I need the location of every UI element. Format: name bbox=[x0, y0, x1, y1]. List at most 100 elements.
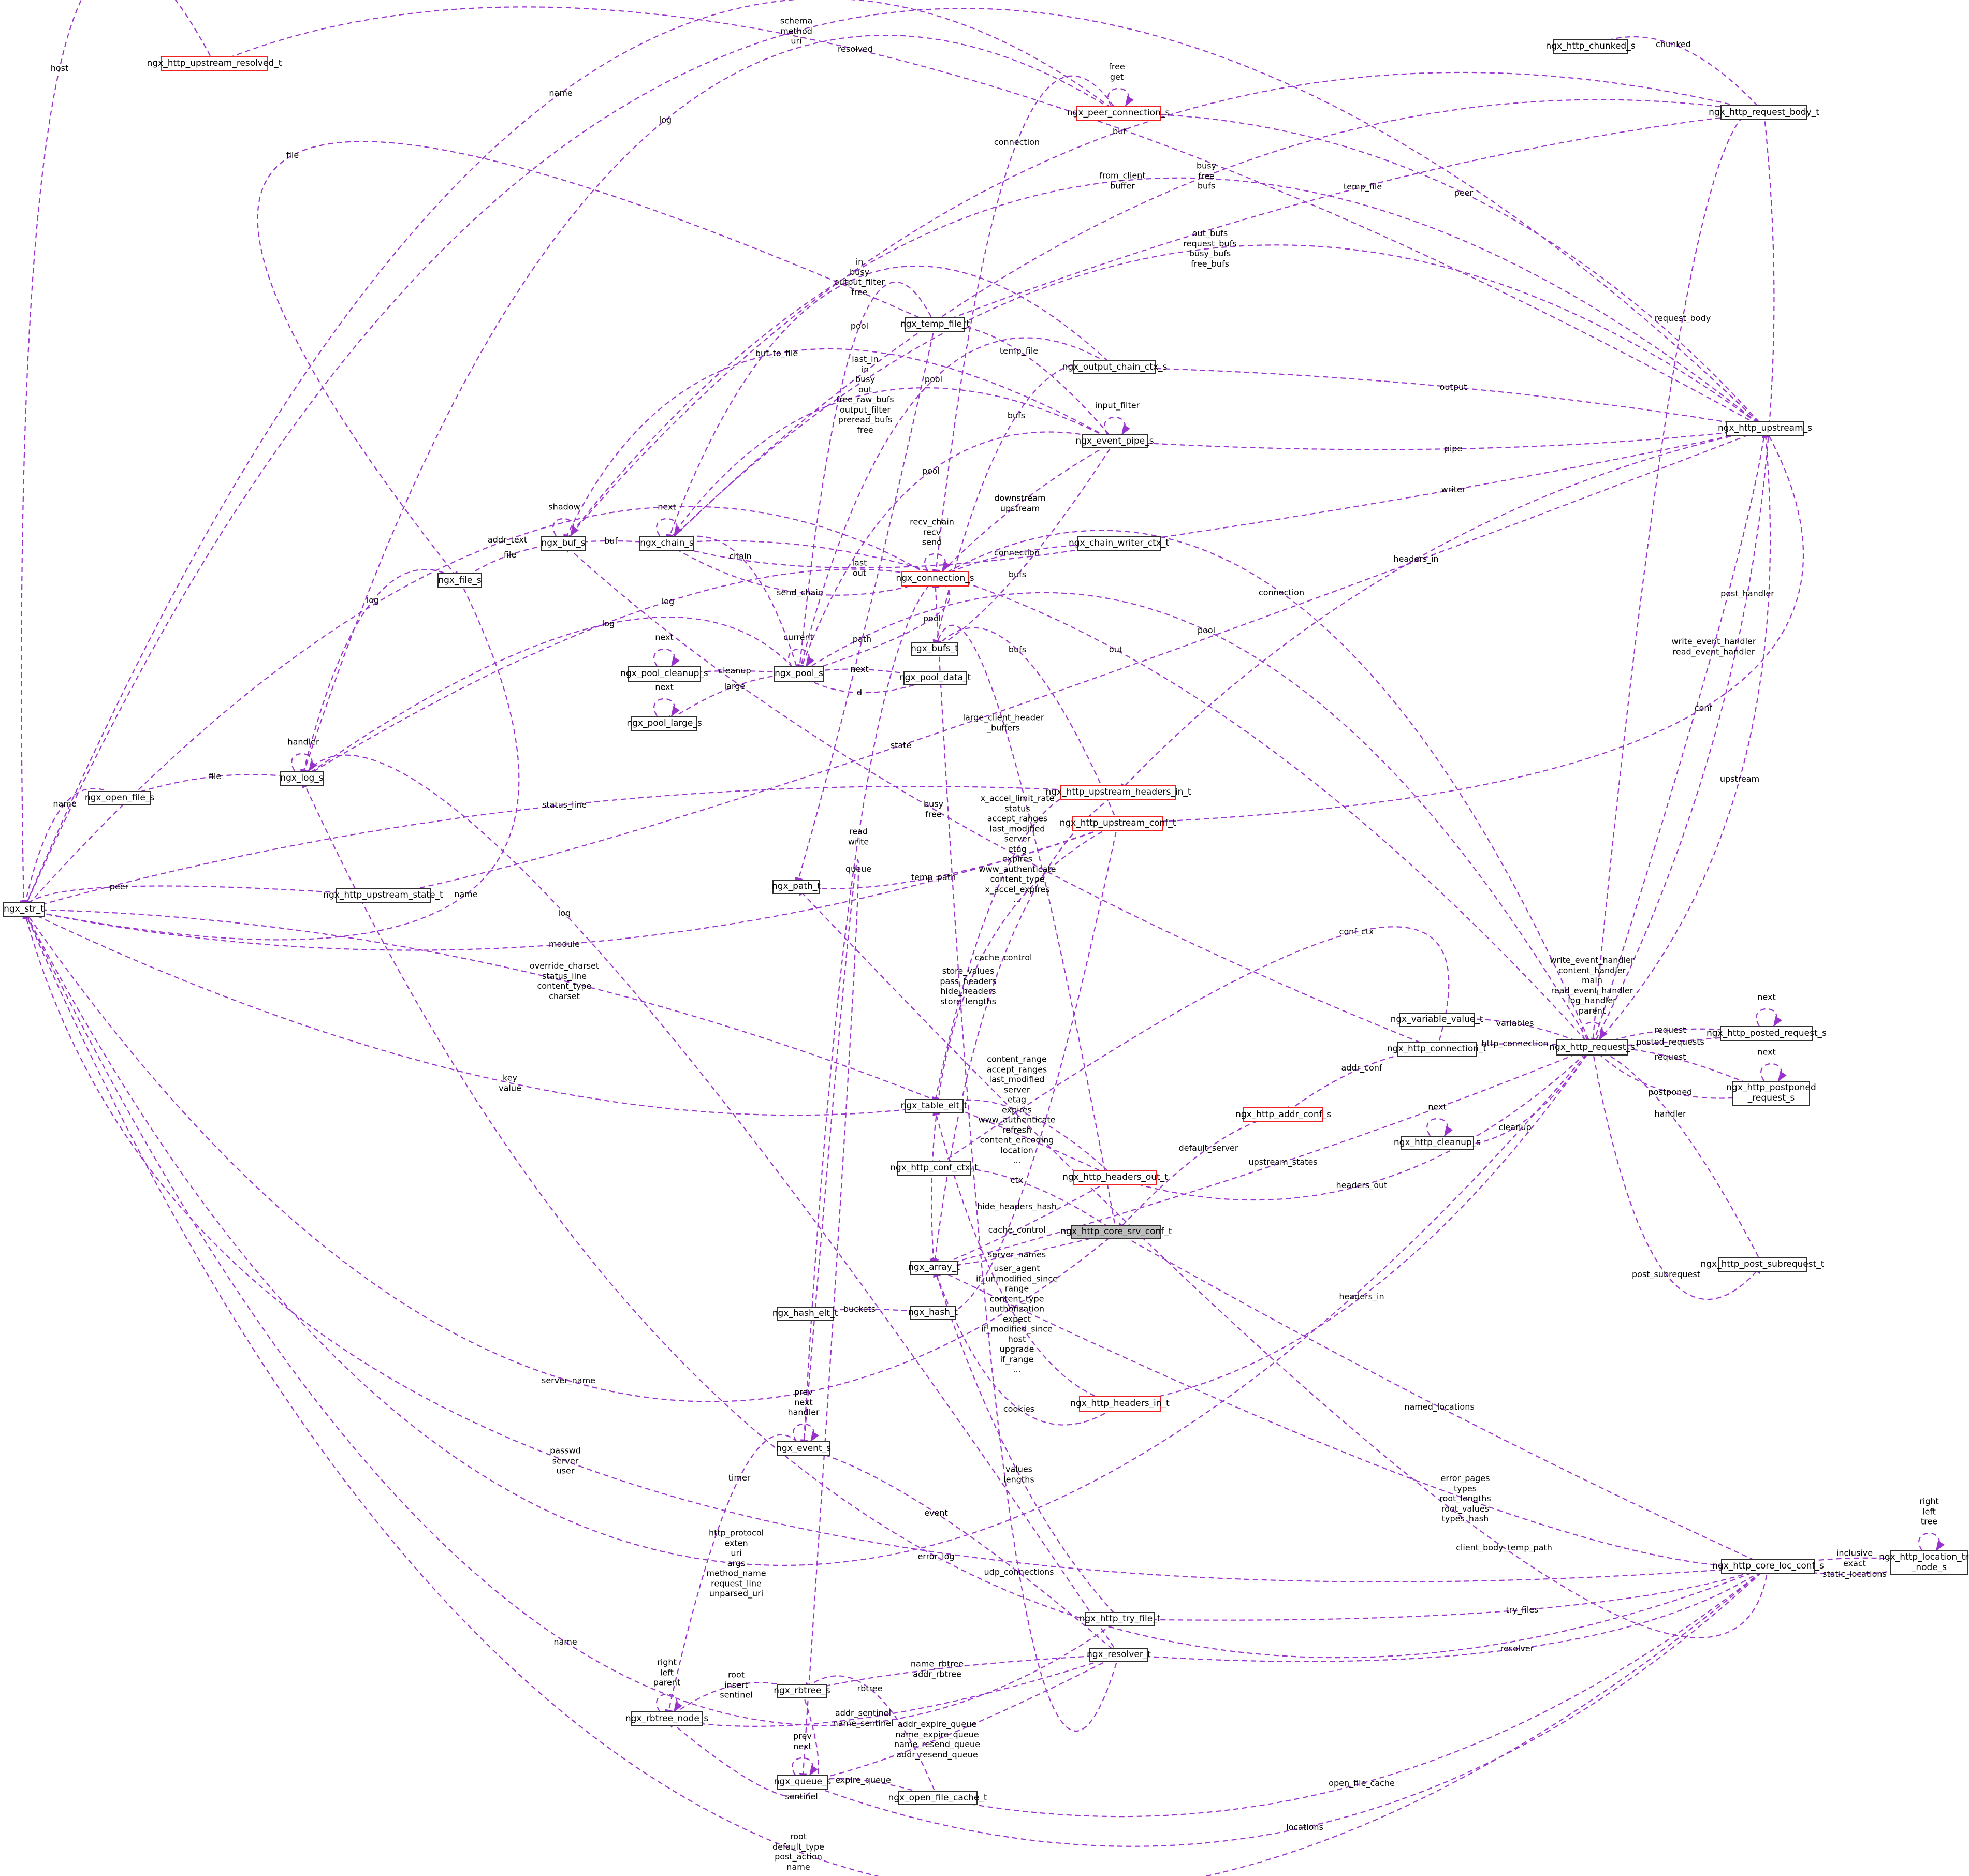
node-csrv[interactable]: ngx_http_core_srv_conf_t bbox=[1061, 1225, 1172, 1239]
node-clean[interactable]: ngx_http_cleanup_s bbox=[1394, 1136, 1481, 1150]
edge-psub-req bbox=[1591, 1047, 1763, 1265]
edge-req-clean bbox=[1436, 1047, 1593, 1149]
node-aconf[interactable]: ngx_http_addr_conf_s bbox=[1235, 1107, 1331, 1122]
node-postedr[interactable]: ngx_http_posted_request_s bbox=[1707, 1026, 1827, 1041]
node-ofc[interactable]: ngx_open_file_cache_t bbox=[888, 1791, 987, 1805]
self-loop-chain bbox=[656, 518, 682, 537]
edge-rslv-q bbox=[801, 1654, 1119, 1784]
edge-pool-pdata bbox=[798, 673, 936, 694]
node-ustate[interactable]: ngx_http_upstream_state_t bbox=[323, 888, 443, 903]
edge-cloc-rslv bbox=[1118, 1566, 1769, 1662]
edge-rslv-rbt bbox=[801, 1654, 1119, 1693]
node-rbn[interactable]: ngx_rbtree_node_s bbox=[625, 1711, 708, 1726]
node-uconf[interactable]: ngx_http_upstream_conf_t bbox=[1060, 816, 1176, 831]
edge-cloc-tryf bbox=[1119, 1565, 1769, 1623]
edge-ups-buf bbox=[562, 177, 1766, 545]
edge-hconn-aconf bbox=[1282, 1048, 1437, 1116]
node-cloc[interactable]: ngx_http_core_loc_conf_s bbox=[1712, 1559, 1824, 1574]
edge-cloc-arr bbox=[933, 1267, 1769, 1568]
node-pclean[interactable]: ngx_pool_cleanup_s bbox=[620, 666, 708, 682]
node-octx[interactable]: ngx_output_chain_ctx_s bbox=[1062, 360, 1167, 374]
edge-req-hout bbox=[1114, 1047, 1593, 1201]
node-hout[interactable]: ngx_http_headers_out_t bbox=[1062, 1170, 1168, 1185]
node-chain[interactable]: ngx_chain_s bbox=[639, 536, 694, 551]
node-ltree[interactable]: ngx_http_location_tree _node_s bbox=[1879, 1550, 1969, 1575]
edge-uhin-arr bbox=[931, 792, 1119, 1269]
node-bufs[interactable]: ngx_bufs_t bbox=[911, 642, 958, 656]
edge-cloc-path bbox=[795, 886, 1769, 1638]
self-loop-ev bbox=[793, 1423, 819, 1442]
edge-pipe-buf bbox=[563, 348, 1115, 545]
node-hin[interactable]: ngx_http_headers_in_t bbox=[1070, 1396, 1170, 1412]
node-tryf[interactable]: ngx_http_try_file_t bbox=[1080, 1612, 1160, 1626]
node-helt[interactable]: ngx_hash_elt_t bbox=[772, 1307, 838, 1321]
node-rbt[interactable]: ngx_rbtree_s bbox=[774, 1684, 830, 1698]
edge-cloc-ofc bbox=[937, 1566, 1769, 1818]
edge-req-pool bbox=[798, 592, 1593, 1048]
edge-rbody-req bbox=[1592, 112, 1775, 1049]
node-pdata[interactable]: ngx_pool_data_t bbox=[899, 671, 971, 685]
node-str[interactable]: ngx_str_t bbox=[3, 902, 45, 917]
node-cctx[interactable]: ngx_http_conf_ctx_t bbox=[890, 1161, 978, 1176]
node-chunk[interactable]: ngx_http_chunked_s bbox=[1545, 39, 1636, 54]
node-file[interactable]: ngx_file_s bbox=[437, 573, 482, 588]
edge-ups-octx bbox=[1114, 363, 1766, 430]
node-tfile[interactable]: ngx_temp_file_t bbox=[900, 317, 970, 332]
edge-octx-pool bbox=[797, 337, 1115, 675]
edge-peer-log bbox=[301, 34, 1119, 780]
node-conn[interactable]: ngx_connection_s bbox=[896, 571, 974, 587]
node-uhin[interactable]: ngx_http_upstream_headers_in_t bbox=[1045, 785, 1191, 800]
node-req[interactable]: ngx_http_request_s bbox=[1549, 1039, 1635, 1056]
edge-file-log bbox=[300, 569, 460, 780]
node-rslv[interactable]: ngx_resolver_t bbox=[1087, 1648, 1151, 1662]
node-ups[interactable]: ngx_http_upstream_s bbox=[1718, 421, 1812, 436]
node-peer[interactable]: ngx_peer_connection_s bbox=[1067, 106, 1170, 121]
edge-rslv-log bbox=[301, 754, 1119, 1655]
node-pipe[interactable]: ngx_event_pipe_s bbox=[1075, 434, 1154, 448]
node-cwr[interactable]: ngx_chain_writer_ctx_t bbox=[1069, 536, 1169, 551]
edge-req-vvar bbox=[1436, 1015, 1593, 1048]
self-loop-clean bbox=[1426, 1118, 1453, 1137]
edge-ev-q bbox=[799, 859, 859, 1783]
edge-rbody-buf bbox=[562, 71, 1764, 545]
node-vvar[interactable]: ngx_variable_value_t bbox=[1391, 1013, 1483, 1027]
node-res[interactable]: ngx_http_upstream_resolved_t bbox=[147, 56, 282, 71]
node-ev[interactable]: ngx_event_s bbox=[776, 1441, 831, 1456]
edge-hconn-cctx bbox=[933, 926, 1450, 1169]
node-plarge[interactable]: ngx_pool_large_s bbox=[626, 716, 702, 731]
edge-tryf-arr bbox=[933, 1267, 1120, 1620]
edge-ups-req bbox=[1591, 428, 1766, 1049]
edge-csrv-bufs bbox=[934, 624, 1117, 1233]
edge-tfile-pool bbox=[796, 281, 936, 675]
self-loop-rbn bbox=[656, 1693, 682, 1712]
node-postpr[interactable]: ngx_http_postponed _request_s bbox=[1726, 1081, 1816, 1106]
self-loop-plarge bbox=[653, 698, 680, 717]
edge-hout-arr bbox=[933, 1177, 1116, 1269]
node-q[interactable]: ngx_queue_s bbox=[774, 1775, 831, 1790]
edge-conn-log bbox=[301, 568, 936, 780]
edge-ofc-rbt bbox=[801, 1675, 939, 1798]
edge-cloc-str bbox=[23, 908, 1769, 1876]
edge-pipe-conn bbox=[934, 441, 1115, 580]
edge-ups-cwr bbox=[1118, 428, 1766, 546]
edge-ev-rbn bbox=[665, 1434, 804, 1720]
node-arr[interactable]: ngx_array_t bbox=[908, 1261, 960, 1275]
node-log[interactable]: ngx_log_s bbox=[280, 771, 324, 786]
node-hconn[interactable]: ngx_http_connection_t bbox=[1387, 1042, 1486, 1057]
edge-req-str bbox=[23, 908, 1593, 1566]
node-pool[interactable]: ngx_pool_s bbox=[774, 666, 824, 682]
edge-req-ups bbox=[1592, 428, 1771, 1048]
edge-pipe-pool bbox=[798, 431, 1115, 675]
self-loop-postedr bbox=[1756, 1008, 1782, 1027]
edge-pool-plarge bbox=[663, 673, 799, 724]
node-rbody[interactable]: ngx_http_request_body_t bbox=[1709, 105, 1819, 120]
node-path[interactable]: ngx_path_t bbox=[772, 880, 821, 894]
node-hash[interactable]: ngx_hash_t bbox=[908, 1306, 958, 1320]
node-telt[interactable]: ngx_table_elt_t bbox=[901, 1099, 967, 1113]
self-loop-pool bbox=[788, 648, 814, 667]
node-buf[interactable]: ngx_buf_s bbox=[541, 536, 586, 551]
node-psub[interactable]: ngx_http_post_subrequest_t bbox=[1701, 1257, 1824, 1272]
node-ofile[interactable]: ngx_open_file_s bbox=[85, 791, 154, 805]
self-loop-postpr bbox=[1760, 1063, 1787, 1082]
edge-pool-chain bbox=[666, 535, 800, 675]
